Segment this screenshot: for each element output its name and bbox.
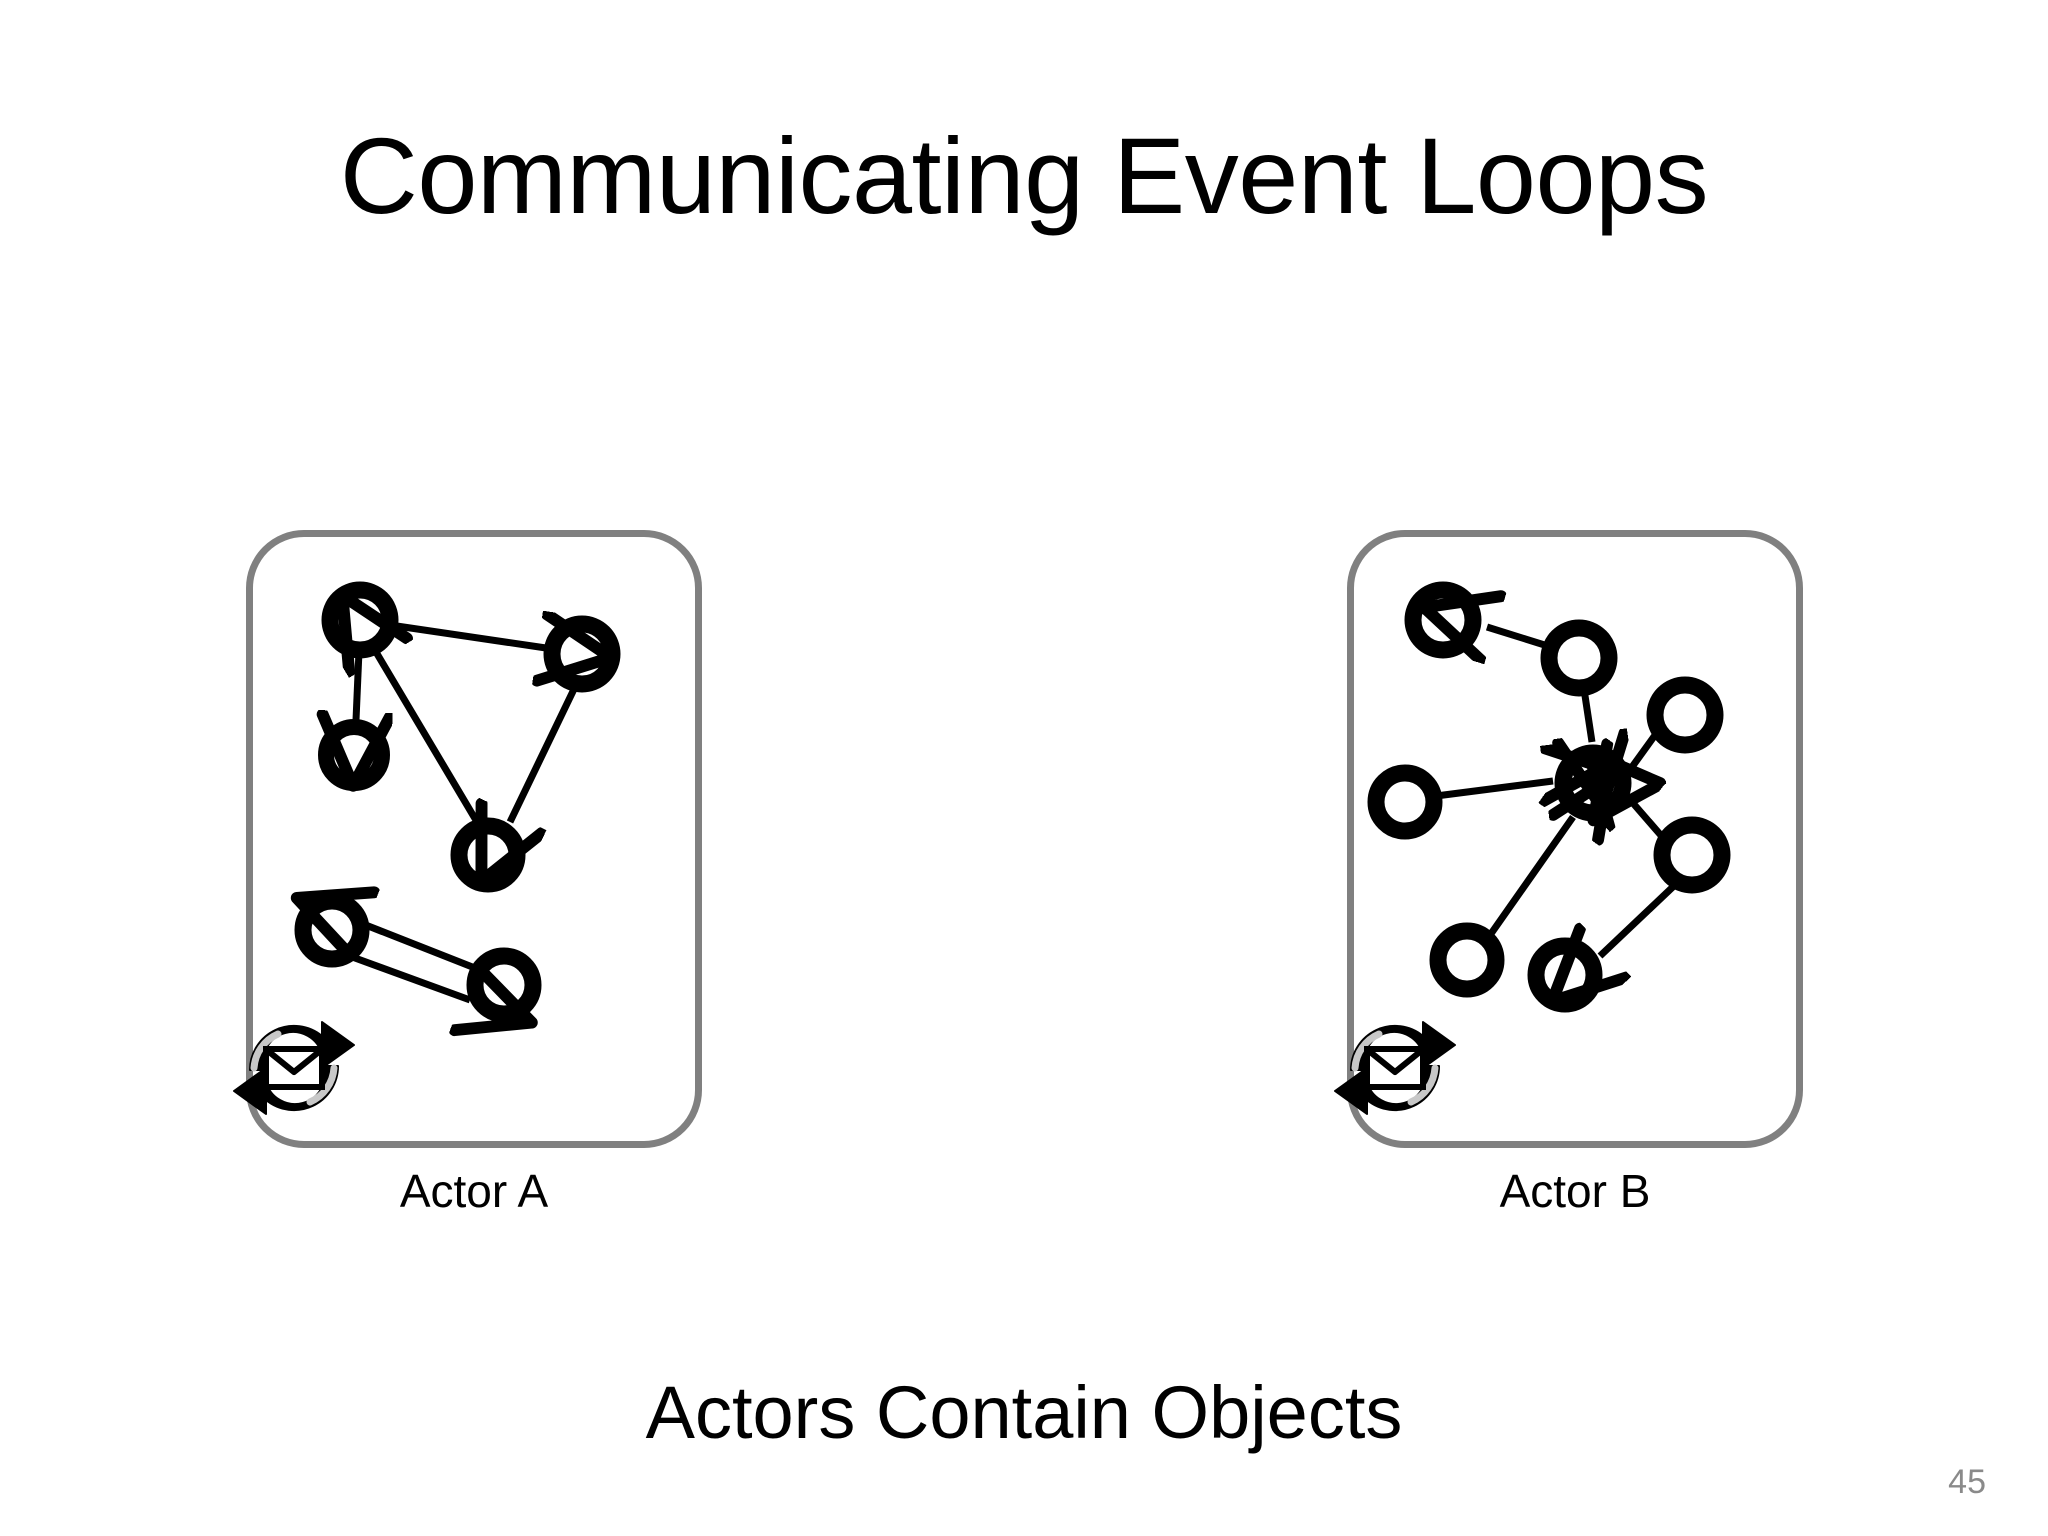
object-node (1404, 581, 1482, 659)
edge-b5-b4 (1435, 781, 1553, 796)
actor-b-label: Actor B (1499, 1165, 1651, 1217)
object-node-hub (1554, 744, 1632, 822)
message-loop-icon (233, 1021, 355, 1115)
edge-b2-b4 (1584, 688, 1592, 742)
slide-caption: Actors Contain Objects (645, 1371, 1403, 1454)
actor-b-group: Actor B (1334, 530, 1817, 1217)
object-node (1367, 764, 1443, 840)
object-node (294, 892, 370, 968)
object-node (1540, 619, 1618, 697)
actor-b-edges (1435, 627, 1680, 956)
actor-a-nodes (294, 581, 621, 1023)
object-node (1646, 676, 1724, 754)
edge-a6-a5 (358, 922, 482, 974)
object-node (450, 817, 526, 893)
actor-b-object-graph (1367, 581, 1731, 1013)
edge-a1-a2 (389, 625, 546, 648)
edge-b6-b4 (1632, 802, 1668, 843)
message-loop-icon (1334, 1021, 1456, 1115)
page-number: 45 (1948, 1463, 1986, 1501)
edge-b7-b4 (1485, 817, 1573, 941)
actor-a-label: Actor A (399, 1165, 549, 1217)
edge-b2-b1 (1487, 627, 1553, 647)
object-node (1429, 922, 1505, 998)
edge-a4-a1 (376, 652, 484, 829)
edge-a1-a3 (356, 650, 359, 720)
object-node (466, 947, 542, 1023)
edge-b6-b8 (1600, 880, 1680, 956)
actor-a-edges (344, 625, 576, 1000)
object-node (1653, 816, 1731, 894)
object-node (321, 581, 399, 659)
page-title: Communicating Event Loops (339, 115, 1709, 236)
edge-a2-a4 (510, 683, 580, 822)
object-node (318, 719, 390, 791)
object-node (543, 615, 621, 693)
edge-a5-a6 (342, 950, 470, 1000)
actor-b-nodes (1367, 581, 1731, 1013)
actor-a-group: Actor A (233, 530, 716, 1217)
actor-a-object-graph (246, 581, 621, 1160)
object-node (1527, 937, 1603, 1013)
